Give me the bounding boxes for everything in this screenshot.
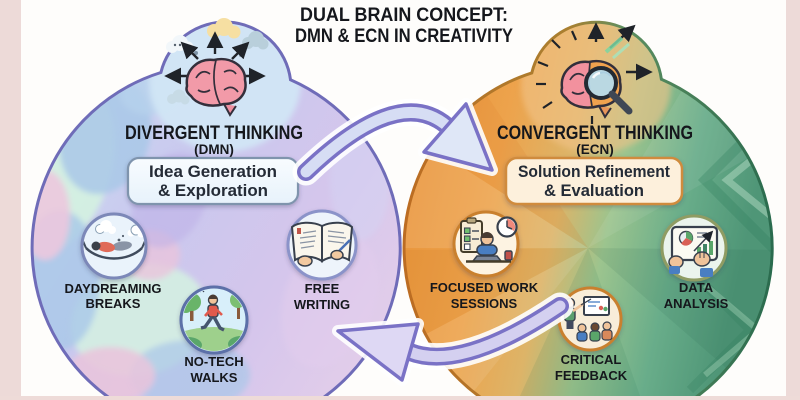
right-heading: CONVERGENT THINKING — [497, 123, 693, 144]
divergent-brain-radiating-arrows-icon — [164, 18, 269, 117]
bar — [709, 241, 713, 255]
solution-box-line2: & Evaluation — [544, 182, 644, 200]
activity-label: DATA — [679, 280, 714, 295]
activity-label: DAYDREAMING — [64, 281, 161, 296]
brain-folds — [195, 59, 239, 105]
green-streak — [604, 36, 624, 54]
activity-label: BREAKS — [86, 296, 141, 311]
activity-label: WRITING — [294, 297, 350, 312]
activity-label: SESSIONS — [451, 296, 518, 311]
whiteboard — [583, 296, 610, 316]
activity-label: FREE — [305, 281, 340, 296]
focused-desk-work-icon — [452, 210, 520, 278]
activity-label: CRITICAL — [561, 352, 622, 367]
watercolor-pattern — [32, 22, 390, 396]
solution-box-line1: Solution Refinement — [518, 163, 670, 181]
right-network-label: (ECN) — [576, 142, 614, 157]
activity-label: FOCUSED WORK — [430, 280, 539, 295]
thought-cloud-small — [167, 89, 190, 105]
left-network-label: (DMN) — [194, 142, 234, 157]
mug — [504, 250, 513, 261]
tablet-charts-icon — [660, 214, 728, 282]
open-book-writing-icon — [286, 209, 358, 281]
cycle-arrow-top — [292, 98, 498, 186]
diagram-title-line1: DUAL BRAIN CONCEPT: — [300, 5, 508, 26]
cycle-arrow-bottom — [332, 292, 574, 386]
text-lines — [299, 230, 347, 249]
left-circle-divergent: DIVERGENT THINKING (DMN) Idea Generation… — [30, 18, 402, 396]
pointer-stick — [580, 298, 592, 306]
focus-dashes — [536, 30, 594, 124]
pen — [337, 239, 351, 253]
magnifier-handle — [608, 90, 633, 115]
activity-label: NO-TECH — [184, 354, 243, 369]
idea-box-line2: & Exploration — [158, 182, 268, 200]
hammock-daydreaming-icon — [80, 212, 148, 280]
idea-box-line1: Idea Generation — [149, 163, 277, 181]
radiating-arrows — [164, 31, 266, 85]
walking-in-nature-icon — [179, 285, 249, 355]
diagram-title-line2: DMN & ECN IN CREATIVITY — [295, 26, 513, 47]
audience — [576, 321, 613, 342]
bookmark — [297, 228, 301, 234]
activity-label: ANALYSIS — [664, 296, 729, 311]
left-heading: DIVERGENT THINKING — [125, 123, 303, 144]
activity-label: FEEDBACK — [555, 368, 628, 383]
bar — [703, 244, 707, 255]
convergent-brain-magnifier-icon — [536, 22, 653, 124]
activity-label: WALKS — [191, 370, 238, 385]
solution-refinement-box — [504, 156, 684, 206]
walking-person — [200, 294, 225, 332]
bar — [697, 247, 701, 255]
green-streak — [612, 42, 630, 60]
trend-arrow — [693, 230, 714, 252]
